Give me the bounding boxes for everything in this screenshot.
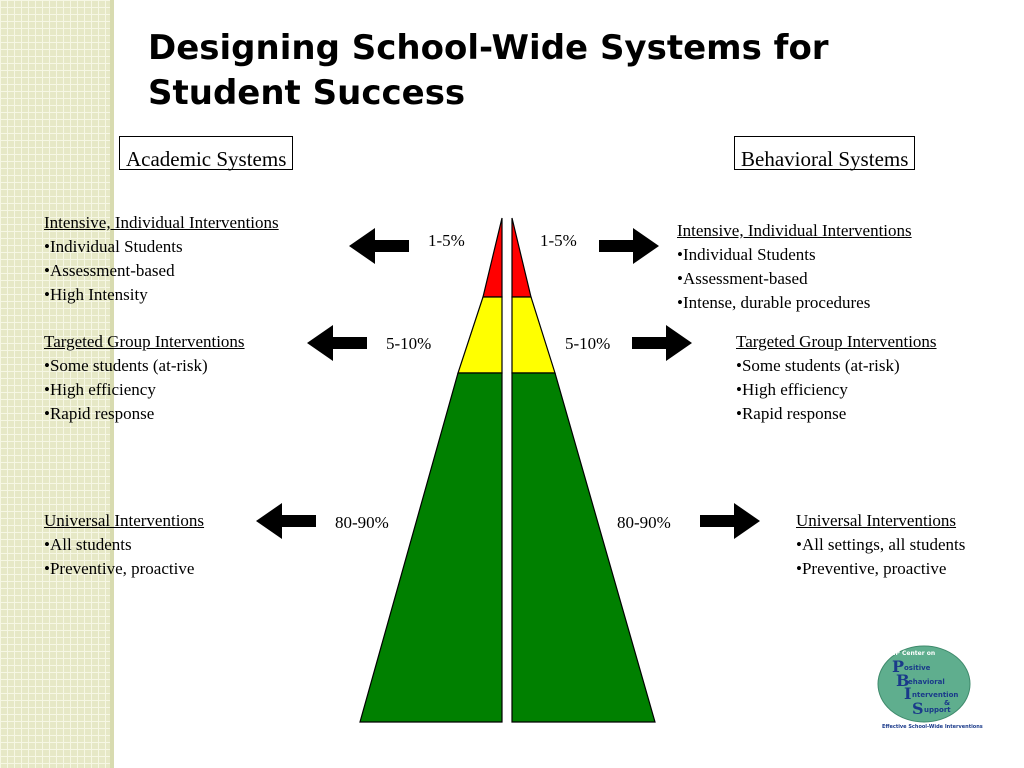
behavioral-targeted-heading: Targeted Group Interventions <box>736 332 937 351</box>
svg-text:B: B <box>896 671 910 690</box>
left-arrow-icon <box>307 325 367 361</box>
academic-targeted-info: Targeted Group Interventions •Some stude… <box>44 330 245 426</box>
behavioral-targeted-info: Targeted Group Interventions •Some stude… <box>736 330 937 426</box>
list-item: •Assessment-based <box>677 269 808 288</box>
behavioral-targeted-percent: 5-10% <box>565 334 611 353</box>
list-item: •Preventive, proactive <box>44 559 195 578</box>
academic-intensive-info: Intensive, Individual Interventions •Ind… <box>44 211 279 307</box>
right-arrow-icon <box>599 228 659 264</box>
list-item: •High efficiency <box>44 380 156 399</box>
behavioral-universal-percent: 80-90% <box>617 513 671 532</box>
list-item: •Some students (at-risk) <box>736 356 900 375</box>
academic-universal-info: Universal Interventions •All students •P… <box>44 509 204 581</box>
list-item: •Intense, durable procedures <box>677 293 871 312</box>
academic-universal-tier <box>359 372 503 723</box>
academic-universal-heading: Universal Interventions <box>44 511 205 530</box>
side-strip-edge <box>110 0 114 768</box>
list-item: •Rapid response <box>736 404 847 423</box>
list-item: •Rapid response <box>44 404 155 423</box>
svg-text:ositive: ositive <box>904 664 931 672</box>
svg-text:&: & <box>944 699 950 707</box>
list-item: •Individual Students <box>44 237 183 256</box>
list-item: •High Intensity <box>44 285 148 304</box>
pbis-logo: OSEP Center on P ositive B ehavioral I n… <box>877 645 983 730</box>
list-item: •Individual Students <box>677 245 816 264</box>
svg-text:P: P <box>892 657 904 676</box>
svg-text:I: I <box>904 684 911 703</box>
svg-text:OSEP Center on: OSEP Center on <box>882 650 935 657</box>
behavioral-intensive-heading: Intensive, Individual Interventions <box>677 221 912 240</box>
list-item: •Assessment-based <box>44 261 175 280</box>
behavioral-targeted-tier <box>511 296 556 374</box>
decorative-side-strip <box>0 0 114 768</box>
academic-universal-percent: 80-90% <box>335 513 389 532</box>
list-item: •Preventive, proactive <box>796 559 947 578</box>
right-arrow-icon <box>700 503 760 539</box>
academic-systems-label: Academic Systems <box>119 136 294 171</box>
behavioral-intensive-info: Intensive, Individual Interventions •Ind… <box>677 219 912 315</box>
slide-title: Designing School-Wide Systems for Studen… <box>148 26 948 116</box>
list-item: •All settings, all students <box>796 535 966 554</box>
list-item: •Some students (at-risk) <box>44 356 208 375</box>
behavioral-universal-info: Universal Interventions •All settings, a… <box>796 509 965 581</box>
right-arrow-icon <box>632 325 692 361</box>
academic-targeted-heading: Targeted Group Interventions <box>44 332 245 351</box>
academic-targeted-percent: 5-10% <box>386 334 432 353</box>
title-line-1: Designing School-Wide Systems for <box>148 28 829 68</box>
academic-intensive-tier <box>482 217 503 298</box>
svg-text:ntervention: ntervention <box>912 691 958 699</box>
behavioral-universal-tier <box>511 372 656 723</box>
behavioral-universal-heading: Universal Interventions <box>796 511 957 530</box>
list-item: •All students <box>44 535 132 554</box>
academic-targeted-tier <box>457 296 503 374</box>
academic-intensive-percent: 1-5% <box>428 231 465 250</box>
left-arrow-icon <box>349 228 409 264</box>
behavioral-systems-label: Behavioral Systems <box>734 136 916 171</box>
svg-text:upport: upport <box>924 706 951 714</box>
academic-intensive-heading: Intensive, Individual Interventions <box>44 213 279 232</box>
list-item: •High efficiency <box>736 380 848 399</box>
svg-text:S: S <box>912 699 924 718</box>
left-arrow-icon <box>256 503 316 539</box>
svg-text:ehavioral: ehavioral <box>908 678 945 686</box>
behavioral-intensive-percent: 1-5% <box>540 231 577 250</box>
svg-text:Effective School-Wide Interven: Effective School-Wide Interventions <box>882 724 983 730</box>
behavioral-intensive-tier <box>511 217 532 298</box>
title-line-2: Student Success <box>148 73 466 113</box>
